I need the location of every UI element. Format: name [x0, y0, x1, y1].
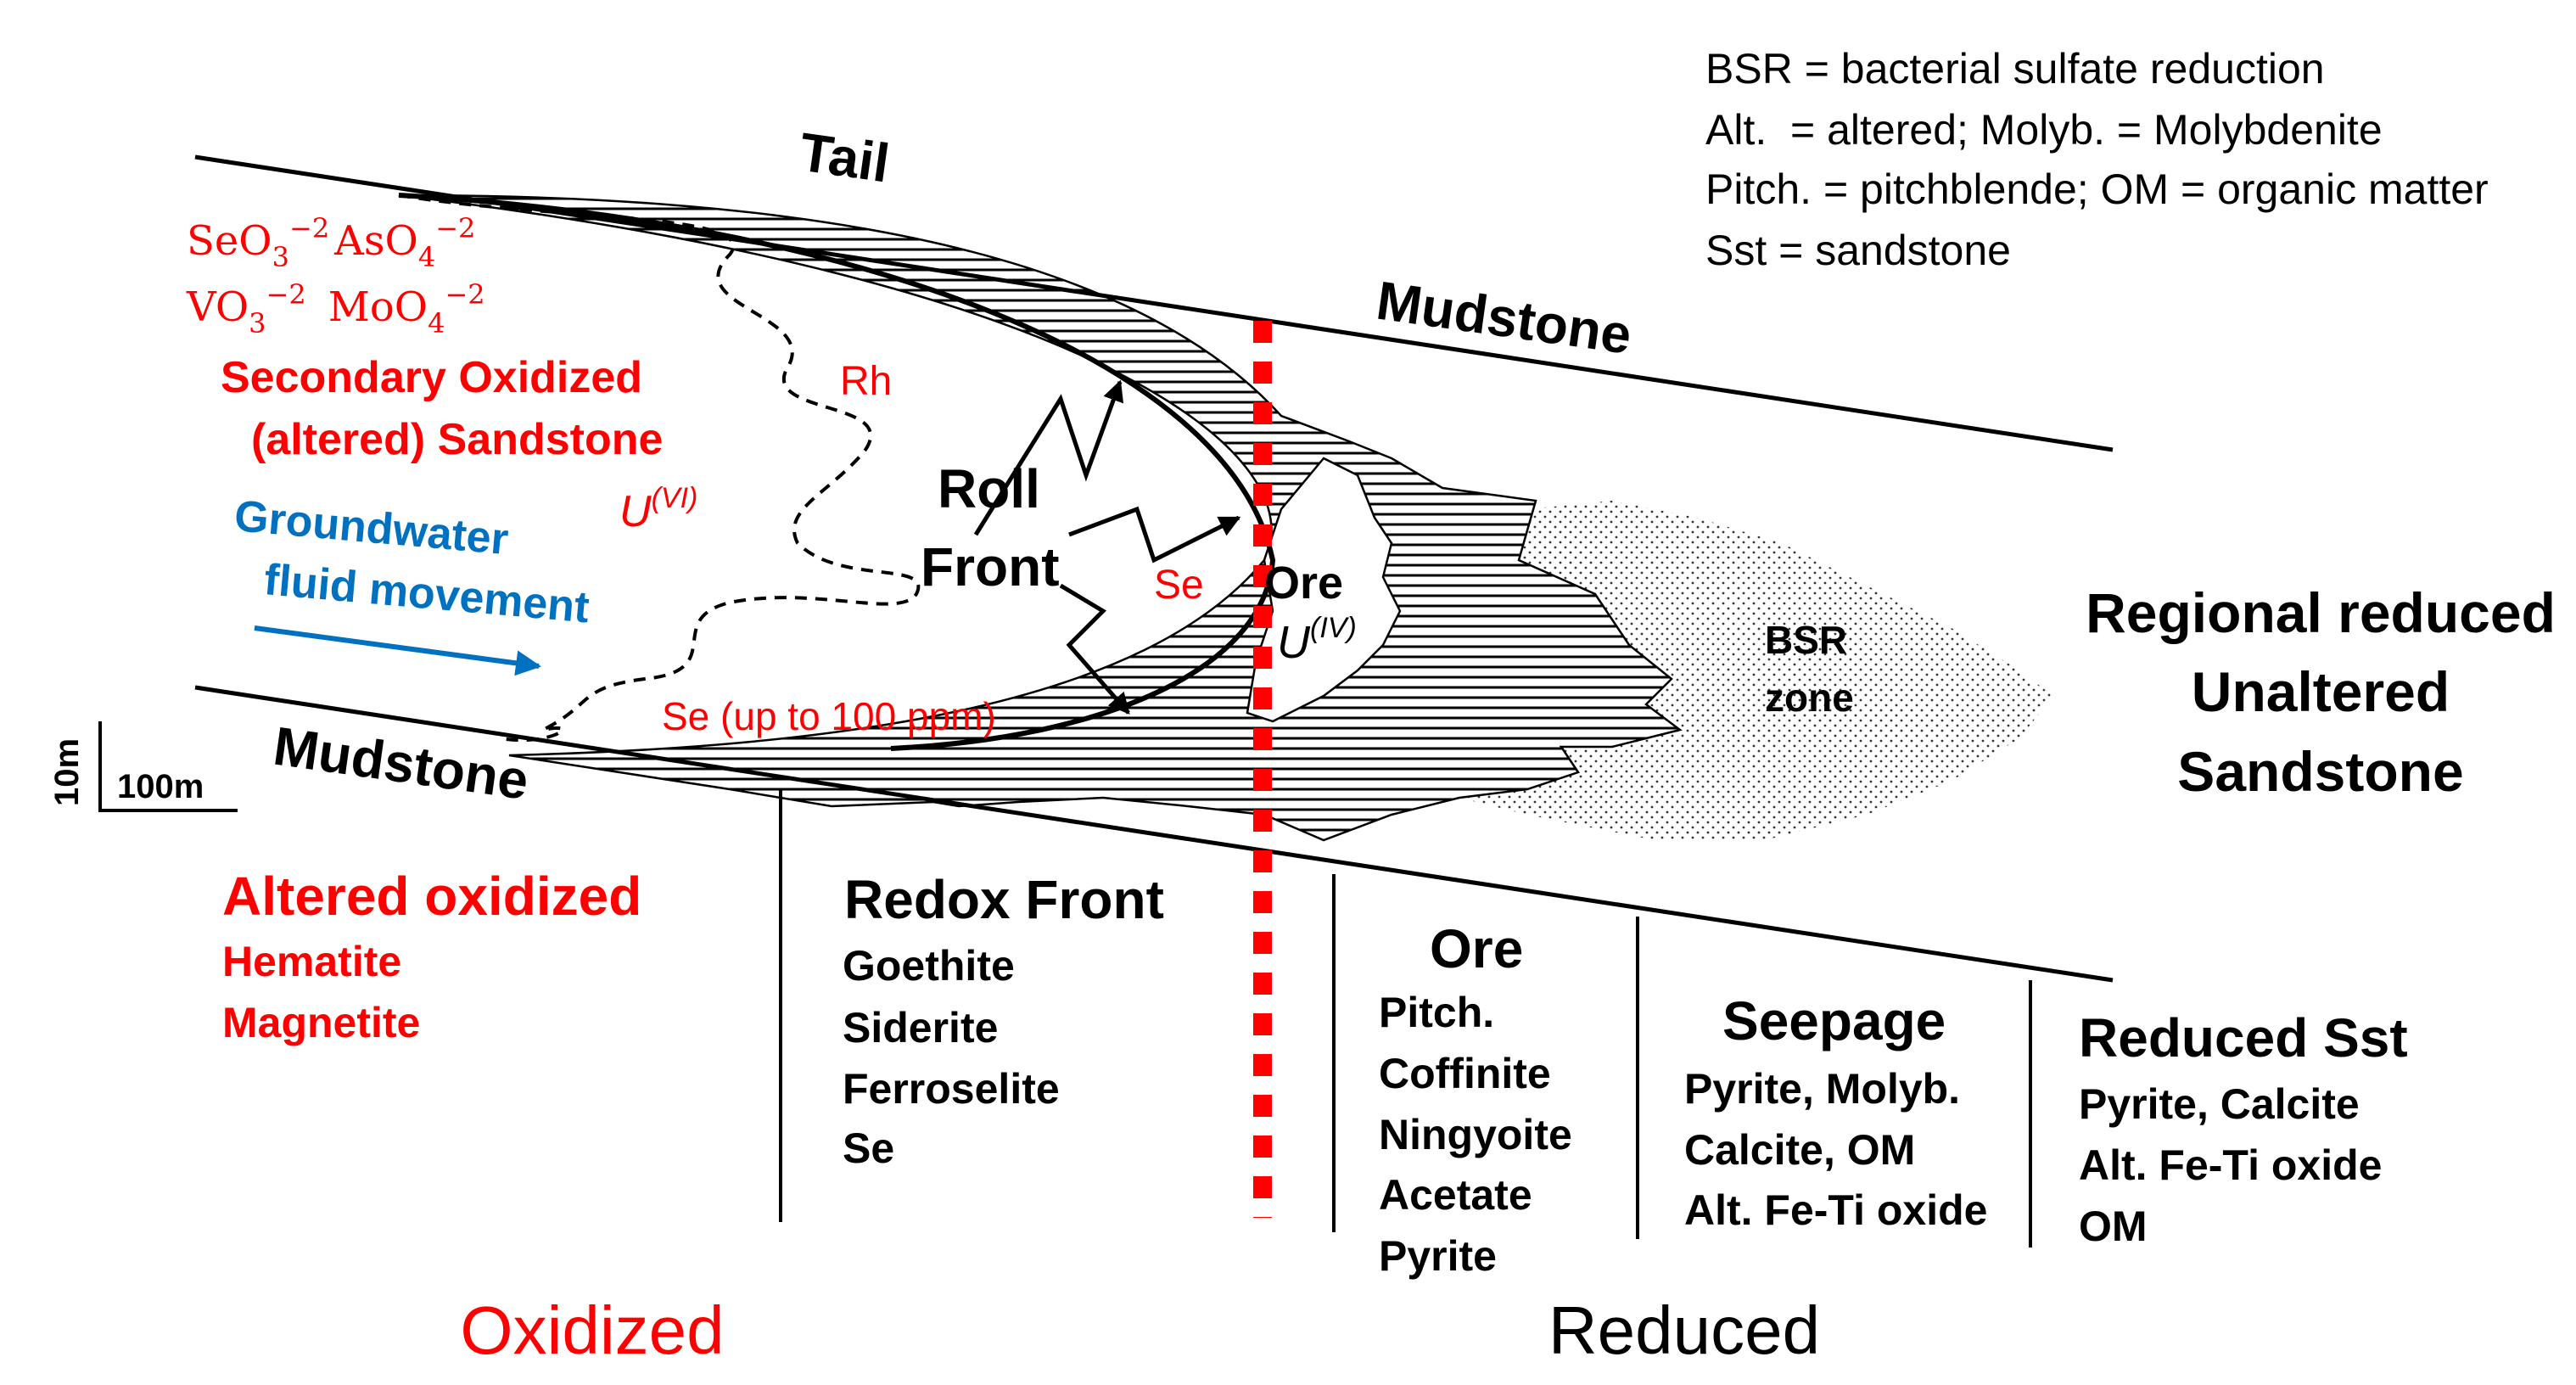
regional-line-1: Regional reduced — [2086, 581, 2556, 644]
scale-vertical-label: 10m — [48, 738, 86, 806]
reduced-label: Reduced — [1548, 1292, 1820, 1368]
redox-title: Redox Front — [844, 869, 1164, 930]
ore-item-5: Pyrite — [1379, 1232, 1497, 1280]
regional-line-3: Sandstone — [2177, 740, 2463, 803]
rh-label: Rh — [840, 359, 892, 404]
reduced-sst-item-3: OM — [2079, 1203, 2148, 1250]
secondary-oxidized-line-1: Secondary Oxidized — [221, 353, 642, 402]
lower-mudstone-line — [194, 685, 2114, 983]
reduced-sst-title: Reduced Sst — [2079, 1007, 2408, 1068]
oxidation-dashed-line — [398, 193, 921, 743]
se-center-label: Se — [1154, 563, 1204, 608]
scale-bar — [98, 721, 238, 812]
ore-body-label: Ore — [1264, 558, 1343, 608]
groundwater-arrow — [254, 625, 541, 676]
front-label: Front — [921, 536, 1060, 597]
altered-item-2: Magnetite — [222, 999, 420, 1046]
secondary-oxidized-line-2: (altered) Sandstone — [251, 415, 663, 464]
ore-item-2: Coffinite — [1379, 1050, 1551, 1097]
bsr-zone-label: zone — [1765, 676, 1854, 720]
altered-title: Altered oxidized — [222, 866, 641, 927]
se-bottom-label: Se (up to 100 ppm) — [662, 694, 996, 738]
roll-label: Roll — [938, 458, 1040, 519]
legend-line-4: Sst = sandstone — [1705, 227, 2011, 274]
ore-title: Ore — [1430, 918, 1523, 979]
regional-line-2: Unaltered — [2192, 660, 2450, 723]
legend-line-3: Pitch. = pitchblende; OM = organic matte… — [1705, 165, 2489, 213]
oxidized-label: Oxidized — [460, 1292, 724, 1368]
reduced-sst-item-1: Pyrite, Calcite — [2079, 1080, 2360, 1128]
seepage-item-2: Calcite, OM — [1684, 1126, 1915, 1174]
groundwater-line-1: Groundwater — [232, 491, 510, 564]
ore-item-1: Pitch. — [1379, 989, 1494, 1036]
ore-item-4: Acetate — [1379, 1171, 1532, 1219]
zigzag-arrow-up — [973, 379, 1124, 536]
zigzag-arrow-right — [1068, 506, 1241, 564]
legend-line-1: BSR = bacterial sulfate reduction — [1705, 45, 2325, 93]
seepage-item-3: Alt. Fe-Ti oxide — [1684, 1186, 1987, 1234]
redox-item-1: Goethite — [843, 942, 1015, 990]
redox-item-3: Ferroselite — [843, 1065, 1060, 1113]
reduced-sst-item-2: Alt. Fe-Ti oxide — [2079, 1141, 2382, 1189]
bsr-label: BSR — [1765, 618, 1847, 662]
legend-line-2: Alt. = altered; Molyb. = Molybdenite — [1705, 106, 2383, 154]
uvi-label: U(VI) — [619, 482, 697, 536]
zigzag-arrow-down — [1059, 583, 1130, 715]
redox-item-4: Se — [843, 1124, 894, 1172]
seepage-item-1: Pyrite, Molyb. — [1684, 1065, 1960, 1113]
groundwater-line-2: fluid movement — [262, 555, 591, 632]
altered-item-1: Hematite — [222, 938, 401, 985]
uiv-label: U(IV) — [1277, 612, 1357, 668]
scale-horizontal-label: 100m — [117, 768, 204, 805]
redox-item-2: Siderite — [843, 1004, 998, 1051]
mudstone-top-label: Mudstone — [1373, 270, 1635, 366]
seepage-title: Seepage — [1722, 990, 1946, 1051]
ore-item-3: Ningyoite — [1379, 1111, 1572, 1158]
mudstone-bottom-label: Mudstone — [270, 715, 532, 811]
hatched-envelope — [398, 193, 1683, 842]
tail-label: Tail — [796, 121, 893, 194]
upper-mudstone-line — [194, 154, 2114, 452]
